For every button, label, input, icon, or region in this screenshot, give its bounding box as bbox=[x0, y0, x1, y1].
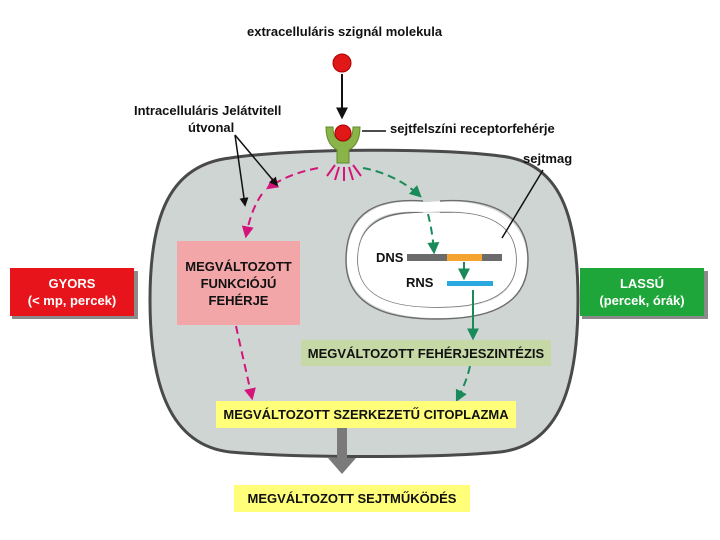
nucleus-pointer bbox=[501, 169, 544, 239]
protein-synthesis-label: MEGVÁLTOZOTT FEHÉRJESZINTÉZIS bbox=[307, 345, 545, 361]
protein-synthesis-box: MEGVÁLTOZOTT FEHÉRJESZINTÉZIS bbox=[301, 340, 551, 366]
cytoplasm-box: MEGVÁLTOZOTT SZERKEZETŰ CITOPLAZMA bbox=[216, 401, 516, 428]
fast-pathway-arrow-2 bbox=[241, 193, 263, 239]
receptor-label: sejtfelszíni receptorfehérje bbox=[390, 121, 555, 136]
nucleus-label: sejtmag bbox=[523, 151, 573, 166]
output-arrow-head bbox=[328, 458, 356, 474]
dna-gene-segment bbox=[447, 254, 482, 261]
synthesis-to-cytoplasm-arrow bbox=[455, 365, 471, 403]
fast-box-title: GYORS bbox=[48, 276, 96, 291]
pathway-label-line1: Intracelluláris Jelátvitell bbox=[134, 103, 282, 118]
slow-pathway-arrow-1 bbox=[362, 167, 422, 198]
altered-protein-box: MEGVÁLTOZOTT FUNKCIÓJÚ FEHÉRJE bbox=[177, 241, 300, 325]
dna-label: DNS bbox=[376, 250, 404, 265]
altered-protein-line1: MEGVÁLTOZOTT bbox=[185, 258, 292, 274]
signal-molecule bbox=[332, 53, 352, 73]
fast-pathway-arrow-3 bbox=[235, 325, 256, 401]
fast-box-subtitle: (< mp, percek) bbox=[27, 293, 117, 308]
signal-molecule-label: extracelluláris szignál molekula bbox=[247, 24, 443, 39]
rna-strand bbox=[447, 281, 493, 286]
slow-box-title: LASSÚ bbox=[619, 276, 665, 291]
pathway-pointer-2 bbox=[234, 134, 279, 187]
cytoplasm-label: MEGVÁLTOZOTT SZERKEZETŰ CITOPLAZMA bbox=[223, 407, 509, 422]
cell-function-label: MEGVÁLTOZOTT SEJTMŰKÖDÉS bbox=[247, 491, 457, 506]
pathway-label-line2: útvonal bbox=[188, 120, 235, 135]
altered-protein-line2: FUNKCIÓJÚ bbox=[200, 275, 277, 291]
fast-pathway-arrow-1 bbox=[266, 167, 319, 190]
output-arrow-shaft bbox=[337, 428, 347, 458]
rna-label: RNS bbox=[406, 275, 434, 290]
nuclear-envelope-outline bbox=[345, 199, 529, 320]
nuclear-envelope bbox=[346, 201, 528, 319]
slow-response-box: LASSÚ (percek, órák) bbox=[580, 268, 704, 316]
slow-pathway-arrow-2 bbox=[427, 213, 440, 255]
altered-protein-line3: FEHÉRJE bbox=[208, 292, 269, 308]
cell-function-box: MEGVÁLTOZOTT SEJTMŰKÖDÉS bbox=[234, 485, 470, 512]
slow-box-subtitle: (percek, órák) bbox=[599, 293, 685, 308]
receptor-protein bbox=[325, 124, 361, 164]
pathway-pointer-1 bbox=[234, 134, 249, 207]
fast-response-box: GYORS (< mp, percek) bbox=[10, 268, 134, 316]
receptor-activation-rays bbox=[326, 164, 362, 181]
